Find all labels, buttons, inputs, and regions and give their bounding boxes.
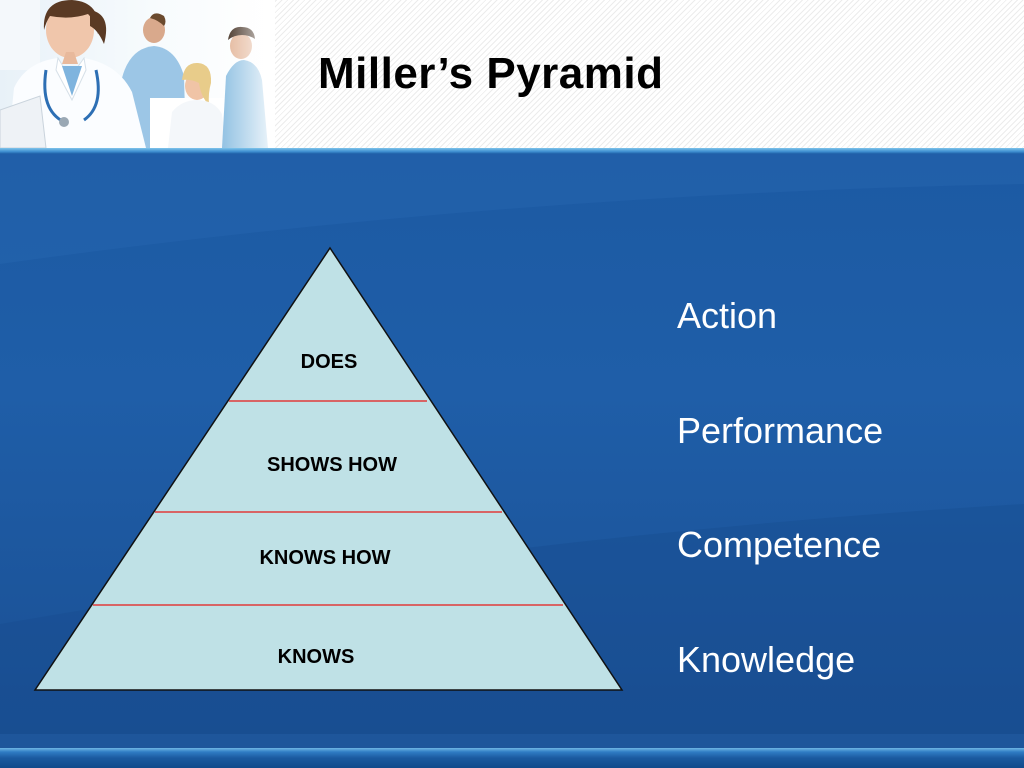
term-competence: Competence [677, 524, 882, 565]
medical-staff-photo-icon [0, 0, 275, 148]
header-band: Miller’s Pyramid [0, 0, 1024, 148]
term-performance: Performance [677, 410, 884, 451]
pyramid-level-shows-how: SHOWS HOW [267, 454, 397, 476]
pyramid-level-does: DOES [300, 351, 358, 373]
term-action: Action [677, 295, 778, 336]
pyramid-level-knows: KNOWS [277, 646, 355, 668]
header-divider [0, 148, 1024, 154]
term-knowledge: Knowledge [677, 639, 856, 680]
pyramid-level-knows-how: KNOWS HOW [259, 547, 391, 569]
pyramid-shape [33, 246, 624, 691]
slide-title: Miller’s Pyramid [318, 49, 664, 98]
footer-band [0, 748, 1024, 768]
